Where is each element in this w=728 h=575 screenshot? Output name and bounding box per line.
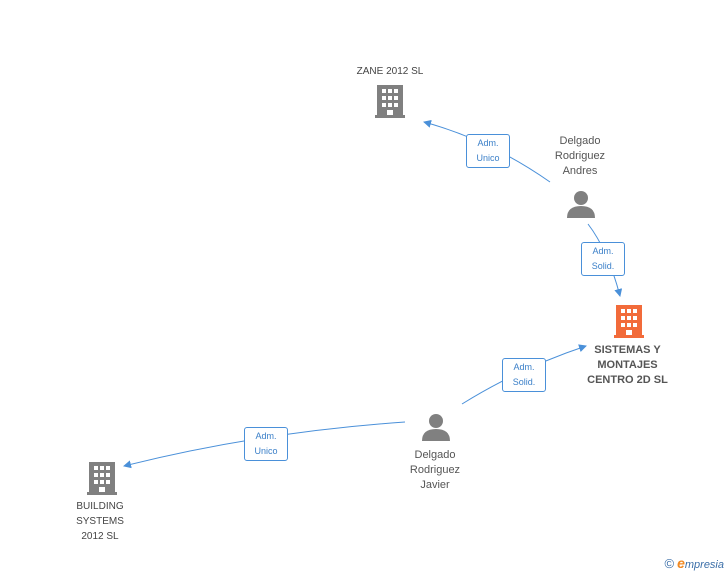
edge-label-line: Adm. <box>477 138 499 148</box>
building-icon[interactable] <box>87 462 117 495</box>
building-icon[interactable] <box>375 85 405 118</box>
empresia-logo[interactable]: ©empresia <box>664 555 724 571</box>
edge-label-javier-sistemas: Adm. Solid. <box>502 358 546 392</box>
person-icon[interactable] <box>422 414 450 441</box>
edge-label-line: Unico <box>476 153 500 163</box>
edge-label-line: Solid. <box>512 377 536 387</box>
edge-label-line: Adm. <box>592 246 614 256</box>
copyright-symbol: © <box>664 556 675 571</box>
person-icon[interactable] <box>567 191 595 218</box>
person-label-andres[interactable]: Delgado Rodriguez Andres <box>554 135 606 177</box>
edge-label-line: Solid. <box>591 261 615 271</box>
person-label-javier[interactable]: Delgado Rodriguez Javier <box>409 449 461 491</box>
edge-label-line: Adm. <box>513 362 535 372</box>
building-icon[interactable] <box>614 305 644 338</box>
edge-label-javier-building: Adm. Unico <box>244 427 288 461</box>
edge-label-andres-sistemas: Adm. Solid. <box>581 242 625 276</box>
edge-label-line: Adm. <box>255 431 277 441</box>
company-label-building[interactable]: BUILDING SYSTEMS 2012 SL <box>76 501 124 542</box>
company-label-sistemas[interactable]: SISTEMAS Y MONTAJES CENTRO 2D SL <box>587 344 668 386</box>
edge-label-line: Unico <box>254 446 278 456</box>
company-label-zane[interactable]: ZANE 2012 SL <box>356 66 424 77</box>
logo-text: mpresia <box>684 559 724 571</box>
logo-e: e <box>677 555 685 571</box>
edge-label-andres-zane: Adm. Unico <box>466 134 510 168</box>
